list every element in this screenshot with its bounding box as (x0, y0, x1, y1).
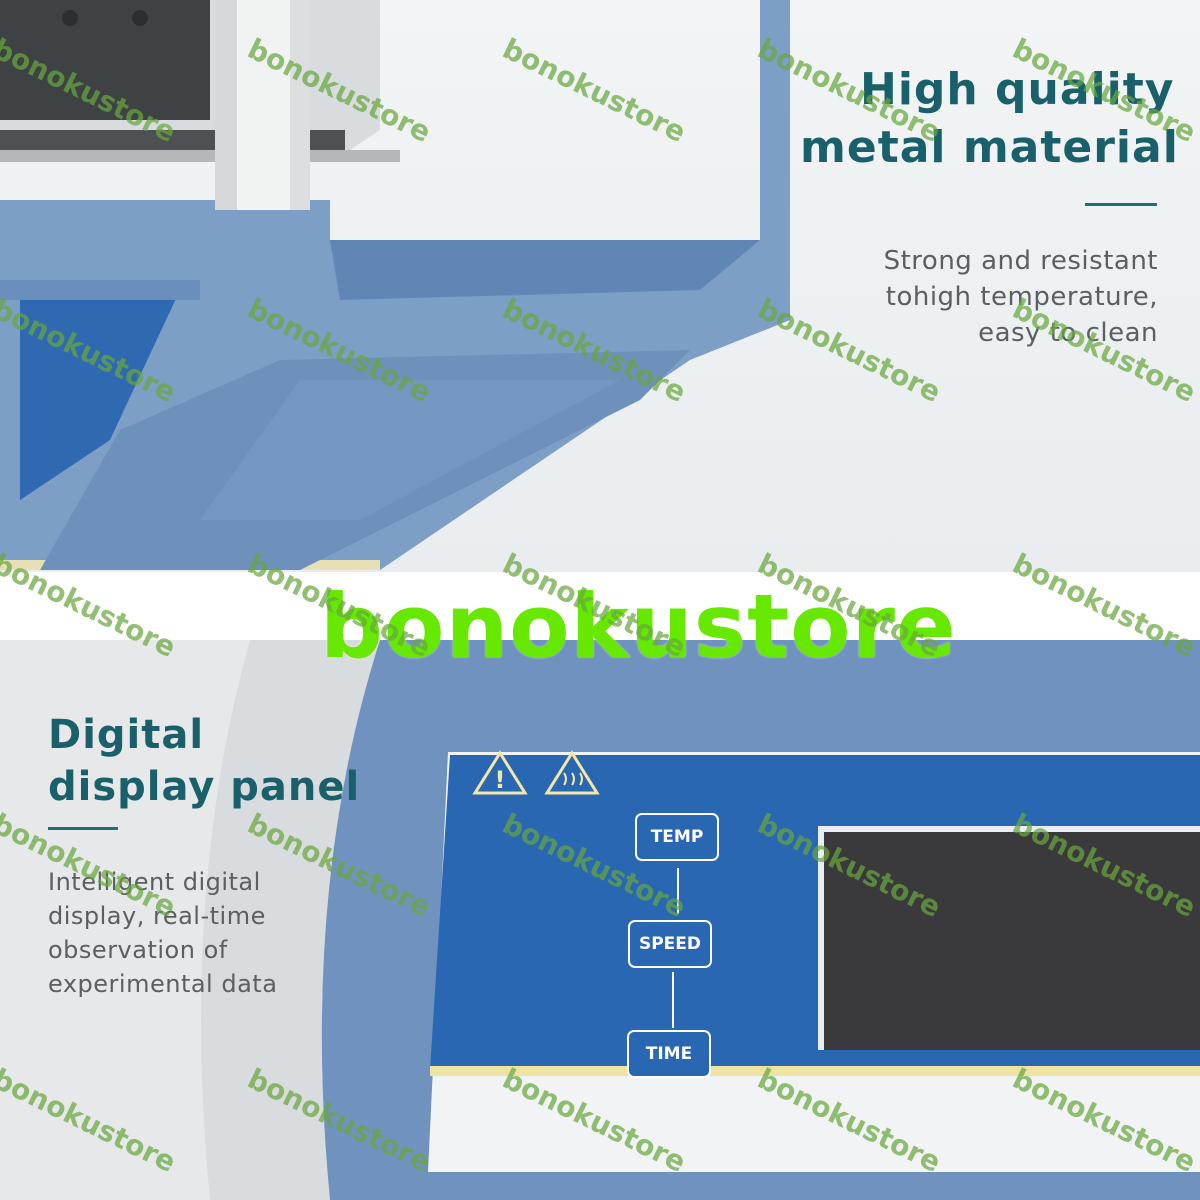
hot-surface-icon (544, 750, 600, 795)
bottom-description-line-2: display, real-time (48, 902, 266, 930)
temp-button[interactable]: TEMP (635, 813, 719, 861)
time-button[interactable]: TIME (627, 1030, 711, 1078)
button-connector-2 (672, 972, 674, 1028)
bottom-headline-line-1: Digital (48, 712, 205, 758)
bottom-feature-panel: ! TEMP SPEED TIME Digital display panel … (0, 640, 1200, 1200)
control-panel-illustration: ! (0, 640, 1200, 1200)
bottom-description-line-3: observation of (48, 936, 228, 964)
speed-button[interactable]: SPEED (628, 920, 712, 968)
bottom-headline-rule (48, 827, 118, 830)
top-description-line-2: tohigh temperature, (885, 282, 1158, 312)
bottom-description-line-4: experimental data (48, 970, 278, 998)
top-headline-line-2: metal material (800, 122, 1179, 173)
top-feature-panel: High quality metal material Strong and r… (0, 0, 1200, 572)
warning-icon: ! (472, 750, 528, 795)
top-headline-rule (1085, 203, 1157, 206)
store-banner-text: bonokustore (320, 575, 957, 678)
bottom-description-line-1: Intelligent digital (48, 868, 261, 896)
svg-text:!: ! (495, 766, 506, 794)
bottom-headline-line-2: display panel (48, 764, 361, 810)
hotplate-device-illustration (0, 0, 790, 570)
top-description-line-1: Strong and resistant (883, 246, 1158, 276)
button-connector-1 (677, 868, 679, 914)
top-headline-line-1: High quality (860, 64, 1175, 115)
top-description-line-3: easy to clean (978, 318, 1158, 348)
